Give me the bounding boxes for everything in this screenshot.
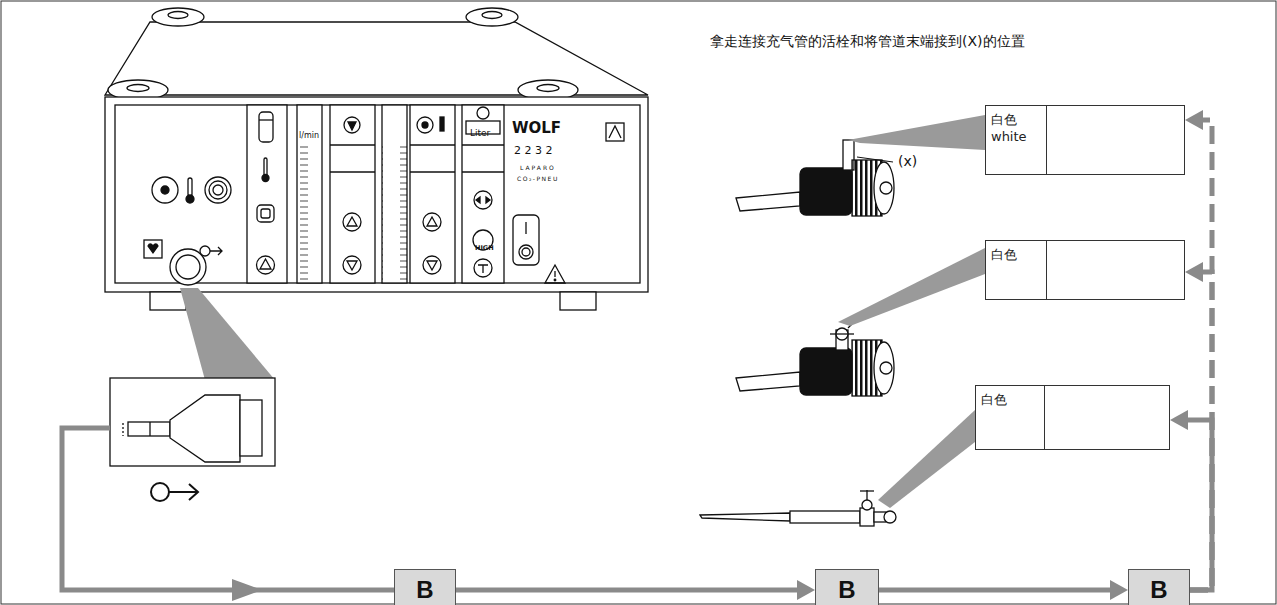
model-line-wrap: LAPARO xyxy=(520,156,556,174)
model-number: 2 2 3 2 xyxy=(514,144,552,157)
part-letter: B xyxy=(1150,576,1167,604)
tube-connector xyxy=(1185,262,1212,590)
flow-unit-wrap: l/min xyxy=(299,124,319,142)
tube-line xyxy=(1188,420,1212,590)
title-wrap: 拿走连接充气管的活栓和将管道末端接到(X)的位置 xyxy=(710,32,1025,51)
tube-part-box: B xyxy=(394,569,456,605)
trocar-sleeve xyxy=(736,140,894,216)
tube-connector xyxy=(1170,410,1212,590)
color-callout-box: 白色 xyxy=(975,385,1170,450)
leader-wedge xyxy=(848,115,985,150)
insufflator-device xyxy=(105,8,648,310)
output-symbol xyxy=(151,483,198,501)
color-callout-box: 白色white xyxy=(985,105,1185,175)
tube-part-box: B xyxy=(815,569,879,605)
volume-unit: Liter xyxy=(470,128,490,138)
arrow-head xyxy=(1185,110,1203,130)
arrow-head xyxy=(797,580,815,600)
callout-divider xyxy=(1044,386,1045,449)
callout-text-column: 白色 xyxy=(976,386,1044,413)
color-label: 白色 xyxy=(991,246,1041,263)
gas-tube xyxy=(62,428,394,601)
color-callout-box: 白色 xyxy=(985,240,1185,300)
callout-divider xyxy=(1046,106,1047,174)
tube-connector xyxy=(1185,110,1212,590)
leader-wedge xyxy=(838,248,985,326)
tube-connector xyxy=(879,580,1128,600)
model-number-wrap: 2 2 3 2 xyxy=(514,140,552,158)
leader-wedge xyxy=(180,288,275,380)
title-note: 拿走连接充气管的活栓和将管道末端接到(X)的位置 xyxy=(710,33,1025,49)
volume-unit-wrap: Liter xyxy=(470,122,490,140)
brand-logo-wrap: WOLF xyxy=(512,119,561,137)
color-label: white xyxy=(991,128,1041,145)
tube-line xyxy=(879,588,1110,593)
callout-text-column: 白色 xyxy=(986,241,1046,268)
tube-line xyxy=(1190,272,1212,590)
leader-wedge xyxy=(878,410,975,508)
arrow-head xyxy=(1170,410,1188,430)
callout-label: (x) xyxy=(898,153,917,169)
part-letter: B xyxy=(838,576,855,604)
model-line: CO₂-PNEU xyxy=(517,175,559,182)
filter-callout xyxy=(110,378,275,466)
arrow-head xyxy=(1185,262,1203,282)
button-label-wrap: HIGH xyxy=(475,236,494,254)
tube-part-box: B xyxy=(1128,569,1190,605)
callout-label-wrap: (x) xyxy=(898,152,917,170)
brand-logo: WOLF xyxy=(512,119,561,137)
trocar-with-stopcock xyxy=(736,320,894,396)
model-line: LAPARO xyxy=(520,164,556,171)
callout-divider xyxy=(1046,241,1047,299)
veress-needle xyxy=(700,490,896,526)
tube-line xyxy=(456,588,797,593)
tube-connector xyxy=(456,580,815,600)
flow-unit: l/min xyxy=(299,131,319,140)
color-label: 白色 xyxy=(991,111,1041,128)
color-label: 白色 xyxy=(981,391,1039,408)
part-letter: B xyxy=(416,576,433,604)
tube-line xyxy=(1190,120,1212,590)
button-label: HIGH xyxy=(475,244,494,252)
arrow-head xyxy=(1110,580,1128,600)
callout-text-column: 白色white xyxy=(986,106,1046,150)
